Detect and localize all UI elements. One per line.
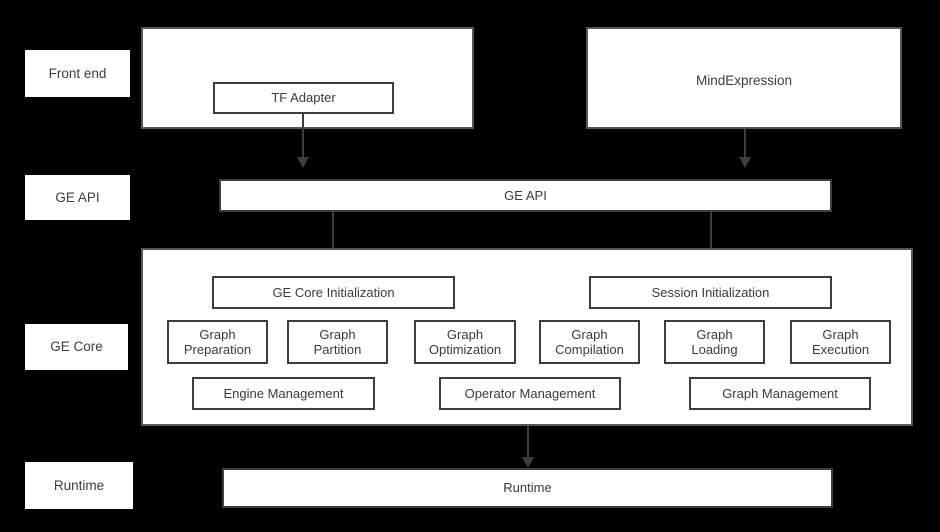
arrowhead-tf-adapter-to-ge-api: [297, 157, 309, 168]
arrowhead-mindexpression-to-ge-api: [739, 157, 751, 168]
ge-api-box[interactable]: GE API: [219, 179, 832, 212]
ge-core-initialization-label: GE Core Initialization: [272, 284, 395, 300]
connector-ge-api-to-ge-core-init: [332, 212, 334, 264]
row-label-ge-api: GE API: [25, 175, 130, 220]
connector-mindexpression-to-ge-api: [744, 129, 746, 162]
manager-graph-management-label: Graph Management: [722, 385, 838, 401]
module-graph-loading-label: Graph Loading: [691, 326, 738, 357]
tf-adapter-label: TF Adapter: [271, 90, 336, 106]
manager-operator-management[interactable]: Operator Management: [439, 377, 621, 410]
module-graph-preparation[interactable]: Graph Preparation: [167, 320, 268, 364]
module-graph-optimization-label: Graph Optimization: [428, 326, 502, 357]
connector-ge-core-to-runtime: [527, 426, 529, 464]
module-graph-execution-label: Graph Execution: [811, 326, 870, 357]
manager-operator-management-label: Operator Management: [464, 385, 596, 401]
row-label-ge-core: GE Core: [25, 324, 128, 370]
runtime-label: Runtime: [503, 480, 552, 496]
module-graph-partition[interactable]: Graph Partition: [287, 320, 388, 364]
manager-graph-management[interactable]: Graph Management: [689, 377, 871, 410]
row-label-ge-api-text: GE API: [55, 189, 100, 205]
mindexpression-container: MindExpression: [586, 27, 902, 129]
manager-engine-management-label: Engine Management: [223, 385, 344, 401]
module-graph-execution[interactable]: Graph Execution: [790, 320, 891, 364]
module-graph-compilation-label: Graph Compilation: [555, 326, 624, 357]
connector-ge-api-to-session-init: [710, 212, 712, 264]
module-graph-optimization[interactable]: Graph Optimization: [414, 320, 516, 364]
session-initialization-box[interactable]: Session Initialization: [589, 276, 832, 309]
tf-adapter-box[interactable]: TF Adapter: [213, 82, 394, 114]
row-label-runtime-text: Runtime: [53, 477, 105, 493]
module-graph-partition-label: Graph Partition: [313, 326, 362, 357]
ge-api-label: GE API: [504, 187, 547, 203]
connector-tf-adapter-to-ge-api: [302, 114, 304, 162]
mindexpression-title: MindExpression: [695, 73, 793, 88]
ge-core-initialization-box[interactable]: GE Core Initialization: [212, 276, 455, 309]
row-label-front-end: Front end: [25, 50, 130, 97]
manager-engine-management[interactable]: Engine Management: [192, 377, 375, 410]
runtime-box[interactable]: Runtime: [222, 468, 833, 508]
module-graph-loading[interactable]: Graph Loading: [664, 320, 765, 364]
module-graph-compilation[interactable]: Graph Compilation: [539, 320, 640, 364]
row-label-runtime: Runtime: [25, 462, 133, 509]
row-label-front-end-text: Front end: [48, 65, 107, 81]
row-label-ge-core-text: GE Core: [50, 339, 103, 355]
arrowhead-ge-core-to-runtime: [522, 457, 534, 468]
session-initialization-label: Session Initialization: [651, 284, 770, 300]
module-graph-preparation-label: Graph Preparation: [183, 326, 252, 357]
